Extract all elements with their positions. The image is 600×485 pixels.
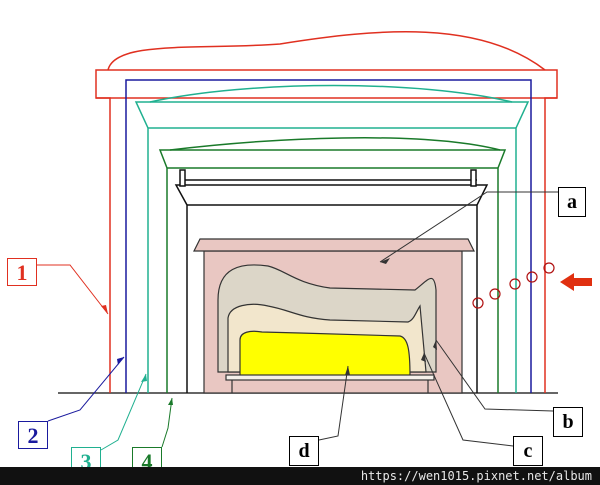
layer-4-outline — [158, 137, 507, 393]
entry-arrow — [560, 273, 592, 291]
ring-sequence — [472, 262, 555, 309]
label-c: c — [513, 436, 543, 466]
label-layer-2: 2 — [18, 421, 48, 449]
mummy-body — [239, 330, 411, 377]
label-b: b — [553, 407, 583, 437]
bier — [225, 374, 435, 393]
watermark-url: https://wen1015.pixnet.net/album — [0, 467, 600, 485]
label-layer-1: 1 — [7, 258, 37, 286]
leader-lines — [37, 191, 558, 451]
label-d: d — [289, 436, 319, 466]
layer-3-outline — [134, 84, 530, 393]
leader-arrowheads — [101, 258, 437, 405]
layer-2-outline — [125, 79, 532, 393]
label-a: a — [558, 187, 586, 217]
inner-box — [174, 169, 489, 393]
